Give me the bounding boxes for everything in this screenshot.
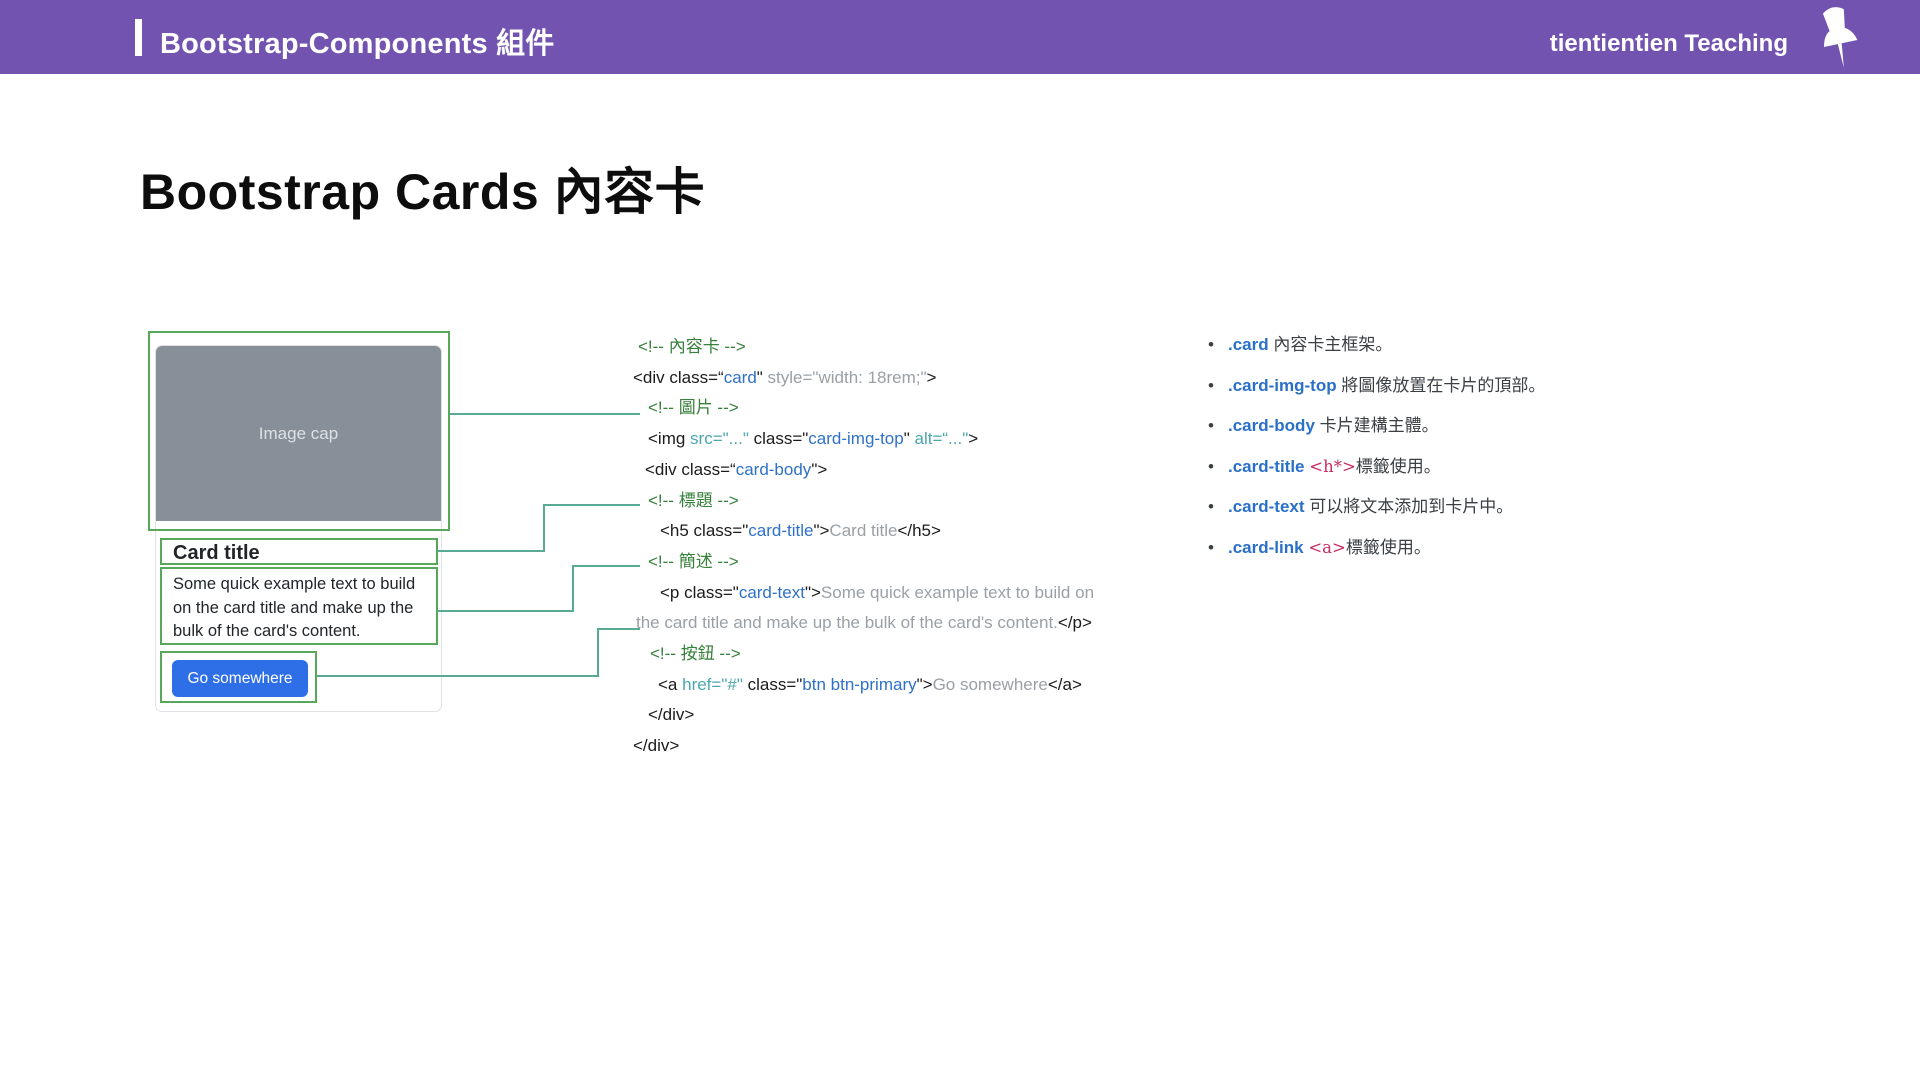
card-text-line: bulk of the card's content. (173, 622, 361, 640)
note-item: .card-title <h*>標籤使用。 (1206, 456, 1766, 479)
notes-list: .card 內容卡主框架。 .card-img-top 將圖像放置在卡片的頂部。.… (1206, 334, 1766, 577)
code-line: <!-- 標題 --> (648, 490, 739, 510)
lesson-title: Bootstrap-Components 組件 (160, 28, 555, 60)
code-line: <!-- 簡述 --> (648, 551, 739, 571)
brand-text: tientientien Teaching (1549, 30, 1788, 57)
accent-bar (135, 19, 142, 56)
code-line: <div class=“card-body"> (645, 459, 828, 479)
card-text-line: Some quick example text to build (173, 575, 416, 593)
annotation-box-image (148, 331, 450, 531)
page-title: Bootstrap Cards 內容卡 (140, 164, 706, 220)
demo-card: Image cap Card title Some quick example … (155, 345, 442, 712)
card-title: Card title (173, 542, 260, 564)
card-text: Some quick example text to build on the … (173, 573, 429, 644)
header-bar: Bootstrap-Components 組件 tientientien Tea… (0, 0, 1920, 74)
code-line: <img src="..." class="card-img-top" alt=… (648, 429, 979, 449)
card-text-line: on the card title and make up the (173, 598, 414, 617)
note-item: .card-text 可以將文本添加到卡片中。 (1206, 496, 1766, 519)
code-line: </div> (648, 705, 695, 725)
code-line: the card title and make up the bulk of t… (636, 613, 1092, 633)
note-item: .card-body 卡片建構主體。 (1206, 415, 1766, 438)
note-item: .card-img-top 將圖像放置在卡片的頂部。 (1206, 375, 1766, 398)
note-item: .card-link <a>標籤使用。 (1206, 537, 1766, 560)
go-somewhere-button[interactable]: Go somewhere (172, 660, 308, 697)
code-block: <!-- 內容卡 --> <div class=“card" style="wid… (633, 332, 1193, 762)
image-cap-label: Image cap (258, 423, 339, 443)
annotation-box-title (160, 538, 438, 565)
code-line: <!-- 按鈕 --> (650, 644, 741, 664)
code-line: </div> (633, 736, 680, 756)
code-line: <h5 class="card-title">Card title</h5> (660, 521, 941, 541)
annotation-box-button (160, 651, 317, 703)
code-line: <p class="card-text">Some quick example … (660, 582, 1095, 602)
pushpin-icon (1812, 4, 1864, 77)
card-image-placeholder: Image cap (156, 346, 441, 521)
note-item: .card 內容卡主框架。 (1206, 334, 1766, 357)
code-line: <div class=“card" style="width: 18rem;"> (633, 367, 937, 387)
annotation-box-text (160, 567, 438, 645)
code-line: <!-- 內容卡 --> (638, 337, 746, 356)
code-line: <!-- 圖片 --> (648, 398, 739, 418)
code-line: <a href="#" class="btn btn-primary">Go s… (658, 674, 1082, 694)
